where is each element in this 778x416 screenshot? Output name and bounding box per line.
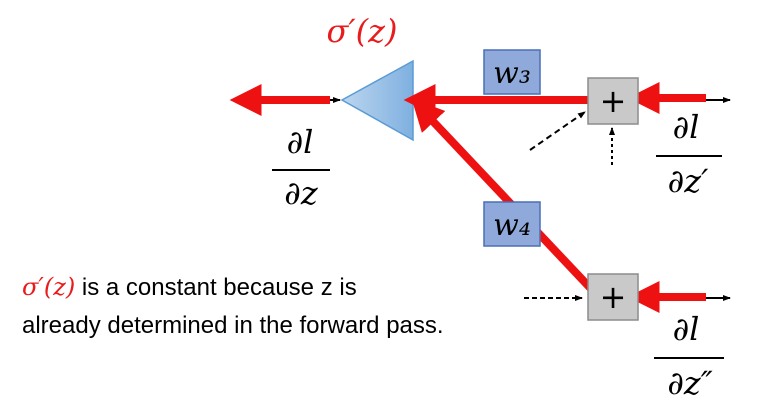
weight-label-w4: w₄ <box>493 208 531 243</box>
sigma-prime-label: σ′(z) <box>327 12 398 50</box>
plus-node-bottom: + <box>587 273 639 321</box>
note-line-1: σ′(z) is a constant because z is <box>22 268 582 307</box>
plus-node-top: + <box>587 77 639 125</box>
gradient-dl-dz-denominator: ∂z <box>284 174 319 212</box>
gradient-dl-dz-double-prime-numerator: ∂l <box>673 310 700 348</box>
note-sigma-term: σ′(z) <box>22 273 76 301</box>
note-line-2: already determined in the forward pass. <box>22 312 444 339</box>
plus-sign-top: + <box>600 82 627 120</box>
activation-triangle <box>340 59 414 142</box>
plus-sign-bottom: + <box>600 278 627 316</box>
gradient-dl-dz: ∂l ∂z <box>272 123 330 212</box>
gradient-dl-dz-prime-numerator: ∂l <box>673 108 700 146</box>
gradient-dl-dz-prime: ∂l ∂z′ <box>656 108 722 200</box>
gradient-dl-dz-double-prime: ∂l ∂z″ <box>654 310 724 402</box>
gradient-dl-dz-numerator: ∂l <box>287 123 314 161</box>
gradient-dl-dz-double-prime-denominator: ∂z″ <box>667 364 712 402</box>
weight-box-w3: w₃ <box>483 49 541 95</box>
gradient-dl-dz-prime-denominator: ∂z′ <box>668 162 709 200</box>
explanation-note: σ′(z) is a constant because z is already… <box>22 268 582 345</box>
dashed-input-diagonal <box>529 111 586 151</box>
note-line-1-text: is a constant because z is <box>75 274 357 301</box>
weight-box-w4: w₄ <box>483 201 541 247</box>
weight-label-w3: w₃ <box>493 56 531 91</box>
